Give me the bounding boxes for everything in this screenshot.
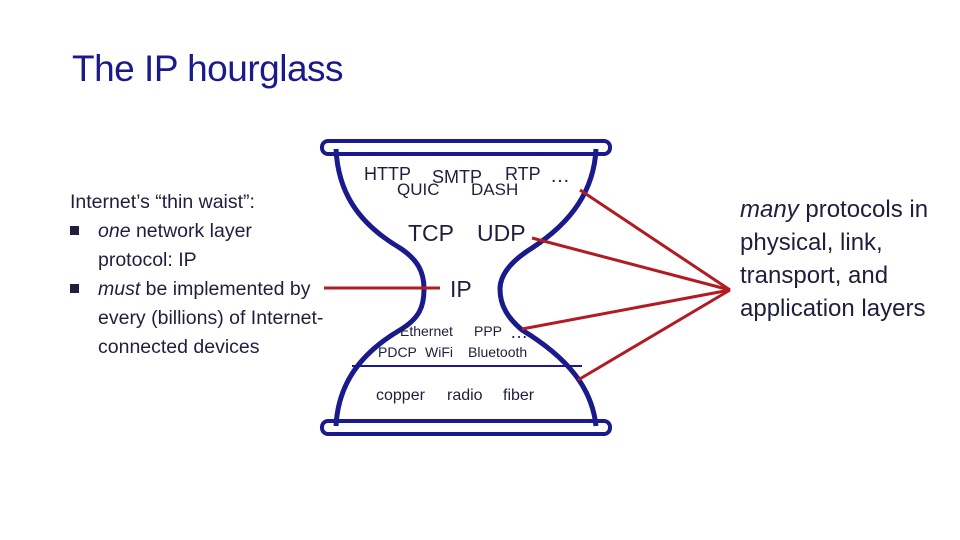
protocol-pdcp: PDCP — [378, 344, 417, 360]
application-pointer — [579, 188, 731, 292]
medium-radio: radio — [447, 387, 483, 404]
protocol-wifi: WiFi — [425, 344, 453, 360]
protocol-udp: UDP — [477, 220, 526, 246]
bullet-text: network layer protocol: IP — [98, 220, 252, 271]
bullet-emphasis: must — [98, 278, 141, 300]
protocol-rtp: RTP — [505, 164, 541, 184]
protocol-tcp: TCP — [408, 220, 454, 246]
hourglass-bottom-cap — [320, 419, 612, 436]
protocol-quic: QUIC — [397, 180, 440, 199]
physical-layer: copper radio fiber — [376, 387, 535, 404]
hourglass-top-cap — [320, 139, 612, 156]
link-layer: Ethernet PPP … PDCP WiFi Bluetooth — [378, 322, 528, 360]
thin-waist-note: Internet’s “thin waist”: one network lay… — [70, 188, 330, 362]
protocol-ethernet: Ethernet — [400, 323, 453, 339]
bullet-one-protocol: one network layer protocol: IP — [70, 217, 330, 275]
protocol-dash: DASH — [471, 180, 518, 199]
transport-pointer — [531, 236, 731, 292]
link-pointer — [521, 288, 731, 331]
protocol-smtp: SMTP — [432, 167, 482, 187]
protocol-ppp: PPP — [474, 323, 502, 339]
many-protocols-text: protocols in physical, link, transport, … — [740, 196, 929, 322]
transport-layer: TCP UDP — [408, 220, 526, 246]
medium-copper: copper — [376, 387, 426, 404]
bullet-must-implement: must be implemented by every (billions) … — [70, 275, 330, 362]
application-ellipsis: … — [550, 165, 570, 187]
many-emphasis: many — [740, 196, 799, 223]
physical-pointer — [577, 288, 731, 382]
bullet-emphasis: one — [98, 220, 131, 242]
medium-fiber: fiber — [503, 387, 535, 404]
many-protocols-note: many protocols in physical, link, transp… — [740, 193, 950, 325]
protocol-ip: IP — [450, 276, 472, 302]
protocol-http: HTTP — [364, 164, 411, 184]
square-bullet-icon — [70, 226, 79, 235]
bullet-text: be implemented by every (billions) of In… — [98, 278, 324, 358]
square-bullet-icon — [70, 284, 79, 293]
thin-waist-heading: Internet’s “thin waist”: — [70, 191, 255, 213]
thin-waist-bullets: one network layer protocol: IP must be i… — [70, 217, 330, 362]
pointer-lines — [324, 188, 731, 382]
slide-title: The IP hourglass — [72, 48, 344, 89]
link-ellipsis: … — [510, 322, 528, 342]
protocol-bluetooth: Bluetooth — [468, 344, 527, 360]
application-layer: HTTP SMTP RTP QUIC DASH … — [364, 164, 570, 199]
